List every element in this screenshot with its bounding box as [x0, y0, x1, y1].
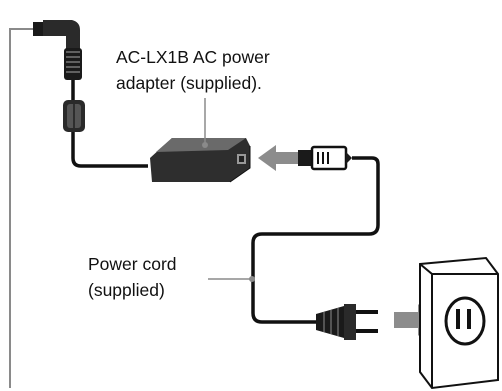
- adapter-label-line2: adapter (supplied).: [116, 73, 262, 93]
- ac-adapter-icon: [150, 138, 251, 183]
- power-cord-connector-icon: [298, 145, 352, 171]
- cord-leader-dot: [249, 276, 255, 282]
- wall-plug-icon: [316, 304, 378, 340]
- adapter-label-line1: AC-LX1B AC power: [116, 47, 270, 67]
- power-cord-label-line2: (supplied): [88, 280, 165, 300]
- dc-plug-icon: [33, 20, 82, 80]
- adapter-label: AC-LX1B AC power adapter (supplied).: [116, 44, 270, 96]
- insert-arrow-adapter-icon: [258, 145, 298, 171]
- power-cord-cable: [251, 156, 380, 324]
- power-cord-label: Power cord (supplied): [88, 251, 177, 303]
- wall-outlet-icon: [419, 256, 499, 390]
- adapter-leader-dot: [202, 142, 208, 148]
- dc-cable-lower: [71, 132, 148, 168]
- power-cord-label-line1: Power cord: [88, 254, 177, 274]
- bracket-line: [9, 28, 35, 388]
- ferrite-core-icon: [63, 100, 85, 132]
